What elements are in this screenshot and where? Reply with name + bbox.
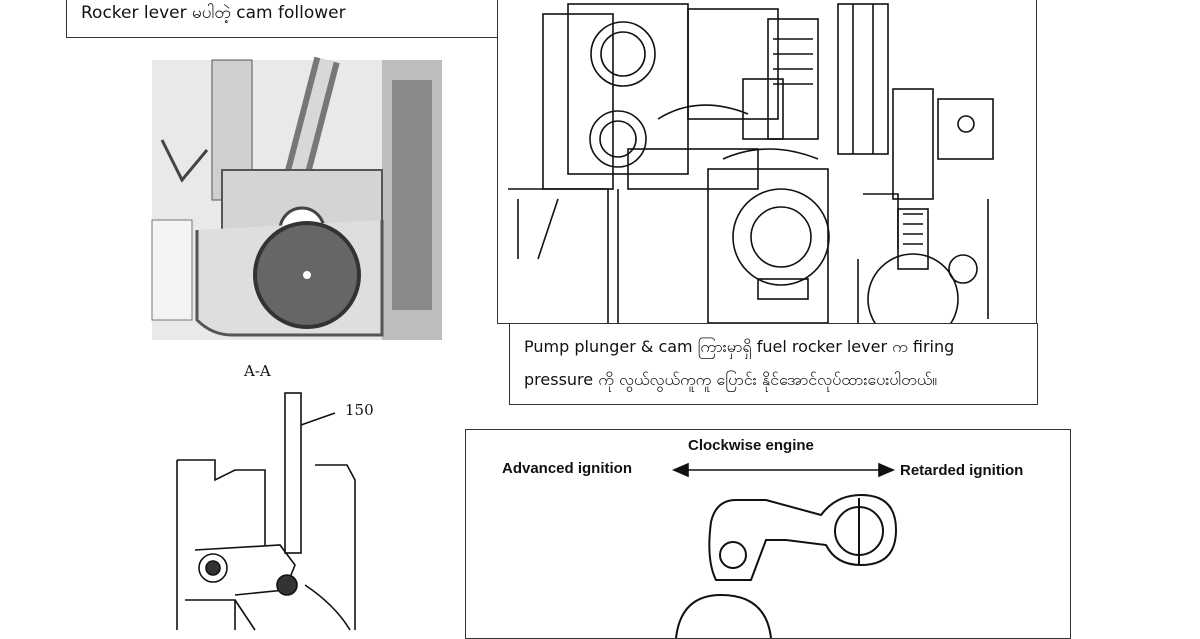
- cam-follower-figure: [151, 56, 442, 340]
- retarded-ignition-label: Retarded ignition: [900, 462, 1024, 479]
- ignition-title: Clockwise engine: [688, 437, 814, 454]
- part-number-label: 150: [345, 401, 374, 419]
- ignition-diagram-box: Clockwise engine Advanced ignition Retar…: [465, 429, 1071, 639]
- rocker-detail-figure: 150: [175, 385, 374, 631]
- caption-top-text: Rocker lever မပါတဲ့ cam follower: [81, 3, 346, 23]
- caption-middle-line2: pressure ကို လွယ်လွယ်ကူကူ ပြောင်း နိုင်အ…: [524, 370, 938, 389]
- caption-middle-line1: Pump plunger & cam ကြားမှာရှိ fuel rocke…: [524, 337, 955, 356]
- caption-top-box: Rocker lever မပါတဲ့ cam follower: [66, 0, 498, 38]
- engine-section-figure: [497, 0, 1037, 345]
- caption-middle-box: Pump plunger & cam ကြားမှာရှိ fuel rocke…: [509, 323, 1038, 405]
- section-label: A-A: [244, 362, 271, 380]
- advanced-ignition-label: Advanced ignition: [502, 460, 633, 477]
